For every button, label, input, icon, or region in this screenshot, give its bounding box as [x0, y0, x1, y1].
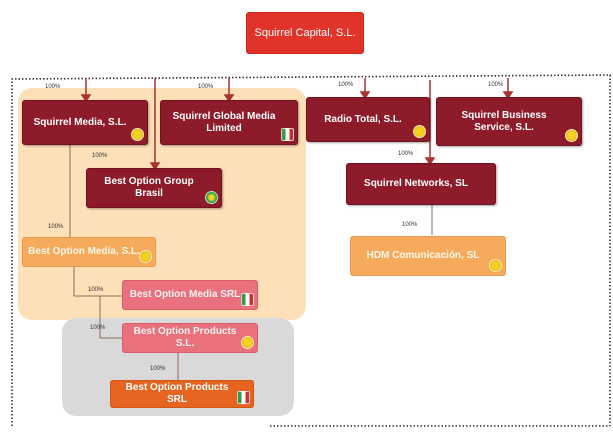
entity-label: Best Option Products S.L. — [133, 326, 237, 349]
entity-label: Best Option Products SRL — [125, 382, 229, 405]
entity-label: HDM Comunicación, SL — [366, 250, 480, 261]
entity-label: Best Option Group Brasil — [104, 176, 194, 199]
pct-radio-total: 100% — [338, 82, 354, 88]
italy-flag-icon — [241, 293, 254, 306]
brazil-flag-icon — [205, 191, 218, 204]
root-entity-squirrel-capital: Squirrel Capital, S.L. — [246, 12, 364, 54]
spain-flag-icon — [489, 259, 502, 272]
pct-best-option-brasil: 100% — [92, 153, 108, 159]
entity-label: Radio Total, S.L. — [324, 113, 402, 125]
entity-best-option-media-srl: Best Option Media SRL — [122, 280, 258, 310]
spain-flag-icon — [131, 128, 144, 141]
entity-squirrel-business-service: Squirrel Business Service, S.L. — [436, 97, 582, 146]
entity-label: Squirrel Global Media Limited — [172, 110, 276, 134]
pct-squirrel-networks: 100% — [398, 151, 414, 157]
entity-radio-total: Radio Total, S.L. — [306, 97, 430, 142]
entity-best-option-products-srl: Best Option Products SRL — [110, 380, 254, 408]
spain-flag-icon — [241, 336, 254, 349]
spain-flag-icon — [413, 125, 426, 138]
root-entity-label: Squirrel Capital, S.L. — [254, 27, 356, 39]
pct-best-option-products-sl: 100% — [90, 325, 106, 331]
spain-flag-icon — [139, 250, 152, 263]
entity-squirrel-global-media: Squirrel Global Media Limited — [160, 100, 298, 145]
entity-squirrel-media: Squirrel Media, S.L. — [22, 100, 148, 145]
pct-hdm-comm: 100% — [402, 222, 418, 228]
pct-best-option-products-srl: 100% — [150, 366, 166, 372]
pct-global-media: 100% — [198, 84, 214, 90]
pct-best-option-media-sl: 100% — [48, 224, 64, 230]
entity-best-option-media-sl: Best Option Media, S.L. — [22, 237, 156, 267]
entity-label: Best Option Media SRL — [129, 289, 241, 300]
spain-flag-icon — [565, 129, 578, 142]
italy-flag-icon — [281, 128, 294, 141]
entity-best-option-group-brasil: Best Option Group Brasil — [86, 168, 222, 208]
pct-best-option-media-srl: 100% — [88, 287, 104, 293]
entity-hdm-comunicacion: HDM Comunicación, SL — [350, 236, 506, 276]
entity-label: Squirrel Networks, SL — [364, 178, 468, 189]
pct-squirrel-media: 100% — [45, 84, 61, 90]
pct-business-service: 100% — [488, 82, 504, 88]
entity-label: Squirrel Business Service, S.L. — [461, 109, 547, 133]
entity-label: Best Option Media, S.L. — [28, 246, 140, 257]
italy-flag-icon — [237, 391, 250, 404]
entity-best-option-products-sl: Best Option Products S.L. — [122, 323, 258, 353]
entity-label: Squirrel Media, S.L. — [33, 116, 127, 128]
entity-squirrel-networks: Squirrel Networks, SL — [346, 163, 496, 205]
